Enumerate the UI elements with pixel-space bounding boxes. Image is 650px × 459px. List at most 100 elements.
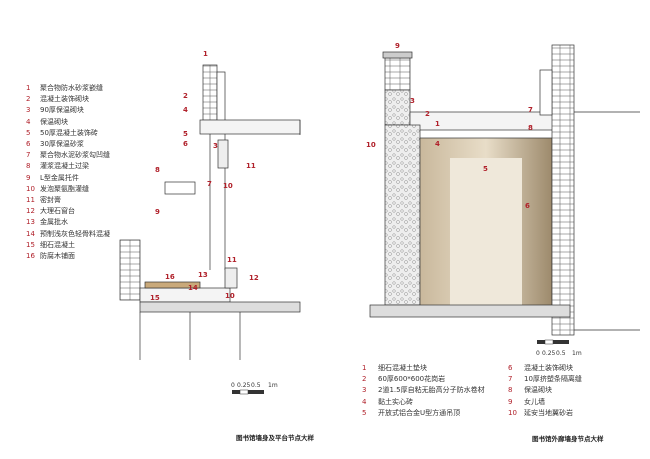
legend-item: 8 灌浆混凝土过梁 xyxy=(26,161,110,172)
svg-text:2: 2 xyxy=(183,92,188,100)
legend-number: 16 xyxy=(26,252,35,261)
legend-number: 10 xyxy=(508,408,517,417)
legend-text: 灌浆混凝土过梁 xyxy=(40,162,89,171)
right-section xyxy=(369,44,640,336)
legend-item: 9 女儿墙 xyxy=(508,397,582,408)
legend-item: 3 90厚保温砌块 xyxy=(26,105,110,116)
right-callouts: 9 3 2 1 4 10 5 7 8 6 xyxy=(366,42,533,210)
legend-text: 发泡聚氨酯灌缝 xyxy=(40,184,89,193)
legend-item: 10 延安当地翼砂岩 xyxy=(508,408,582,419)
legend-number: 2 xyxy=(26,95,31,104)
legend-number: 8 xyxy=(26,162,31,171)
legend-text: 女儿墙 xyxy=(524,397,545,406)
legend-item: 6 30厚保温砂浆 xyxy=(26,139,110,150)
left-callouts: 1 2 4 5 6 3 7 10 11 8 9 11 12 13 14 15 1… xyxy=(150,50,259,302)
left-section xyxy=(119,64,301,360)
svg-text:0.5: 0.5 xyxy=(251,382,261,389)
legend-text: 黏土实心砖 xyxy=(378,397,413,406)
legend-item: 12 大理石窗台 xyxy=(26,206,110,217)
legend-number: 11 xyxy=(26,196,35,205)
legend-text: 混凝土装饰砌块 xyxy=(524,364,573,372)
svg-text:0.25: 0.25 xyxy=(237,382,251,389)
svg-text:4: 4 xyxy=(183,106,188,114)
svg-text:6: 6 xyxy=(183,140,188,148)
legend-text: 开放式铝合金U型方通吊顶 xyxy=(378,408,461,417)
legend-item: 4 保温砌块 xyxy=(26,117,110,128)
svg-text:3: 3 xyxy=(213,142,218,150)
legend-text: 大理石窗台 xyxy=(40,207,75,216)
svg-text:9: 9 xyxy=(395,42,400,50)
svg-text:7: 7 xyxy=(207,180,212,188)
svg-text:1m: 1m xyxy=(572,350,582,357)
legend-number: 7 xyxy=(508,375,513,384)
legend-number: 6 xyxy=(508,364,513,372)
svg-text:0: 0 xyxy=(536,350,540,357)
legend-item: 2 混凝土装饰砌块 xyxy=(26,94,110,105)
legend-text: 聚合物水泥砂浆勾凹缝 xyxy=(40,151,110,160)
svg-text:6: 6 xyxy=(525,202,530,210)
legend-number: 8 xyxy=(508,386,513,395)
legend-text: 密封膏 xyxy=(40,196,61,205)
legend-text: 保温砌块 xyxy=(40,117,68,126)
legend-item: 11 密封膏 xyxy=(26,195,110,206)
legend-item: 4 黏土实心砖 xyxy=(362,397,497,408)
svg-text:15: 15 xyxy=(150,294,160,302)
legend-number: 5 xyxy=(362,408,367,417)
legend-item: 16 防腐木铺面 xyxy=(26,251,110,262)
legend-number: 13 xyxy=(26,218,35,227)
legend-text: 预制浅灰色轻骨料混凝 xyxy=(40,229,110,238)
legend-text: 聚合物防水砂浆嵌缝 xyxy=(40,84,103,92)
legend-number: 6 xyxy=(26,140,31,149)
legend-number: 3 xyxy=(26,106,31,115)
svg-text:13: 13 xyxy=(198,271,208,279)
legend-number: 12 xyxy=(26,207,35,216)
legend-text: 90厚保温砌块 xyxy=(40,106,84,115)
svg-text:11: 11 xyxy=(246,162,256,170)
legend-text: 混凝土装饰砌块 xyxy=(40,95,89,104)
legend-item: 9 L型金属托件 xyxy=(26,173,110,184)
svg-text:10: 10 xyxy=(223,182,233,190)
legend-text: 60厚600*600花岗岩 xyxy=(378,375,446,384)
svg-text:16: 16 xyxy=(165,273,175,281)
legend-text: 保温砌块 xyxy=(524,386,552,395)
legend-number: 4 xyxy=(362,397,367,406)
svg-text:10: 10 xyxy=(366,141,376,149)
legend-number: 4 xyxy=(26,117,31,126)
svg-text:0.5: 0.5 xyxy=(556,350,566,357)
svg-text:4: 4 xyxy=(435,140,440,148)
legend-number: 9 xyxy=(508,397,513,406)
legend-text: 延安当地翼砂岩 xyxy=(524,408,573,417)
svg-text:1m: 1m xyxy=(268,382,278,389)
legend-item: 6 混凝土装饰砌块 xyxy=(508,363,582,374)
svg-text:10: 10 xyxy=(225,292,235,300)
legend-text: L型金属托件 xyxy=(40,173,79,182)
svg-text:3: 3 xyxy=(410,97,415,105)
legend-text: 30厚保温砂浆 xyxy=(40,140,84,149)
svg-text:12: 12 xyxy=(249,274,259,282)
right-detail-title: 图书馆外廊墙身节点大样 xyxy=(532,435,604,443)
svg-text:1: 1 xyxy=(435,120,440,128)
svg-text:9: 9 xyxy=(155,208,160,216)
legend-text: 防腐木铺面 xyxy=(40,252,75,261)
legend-text: 50厚混凝土装饰砖 xyxy=(40,128,98,137)
legend-item: 8 保温砌块 xyxy=(508,385,582,396)
legend-item: 5 开放式铝合金U型方通吊顶 xyxy=(362,408,497,419)
svg-text:8: 8 xyxy=(155,166,160,174)
legend-number: 9 xyxy=(26,173,31,182)
svg-text:14: 14 xyxy=(188,284,198,292)
svg-text:5: 5 xyxy=(483,165,488,173)
legend-number: 3 xyxy=(362,386,367,395)
legend-number: 7 xyxy=(26,151,31,160)
